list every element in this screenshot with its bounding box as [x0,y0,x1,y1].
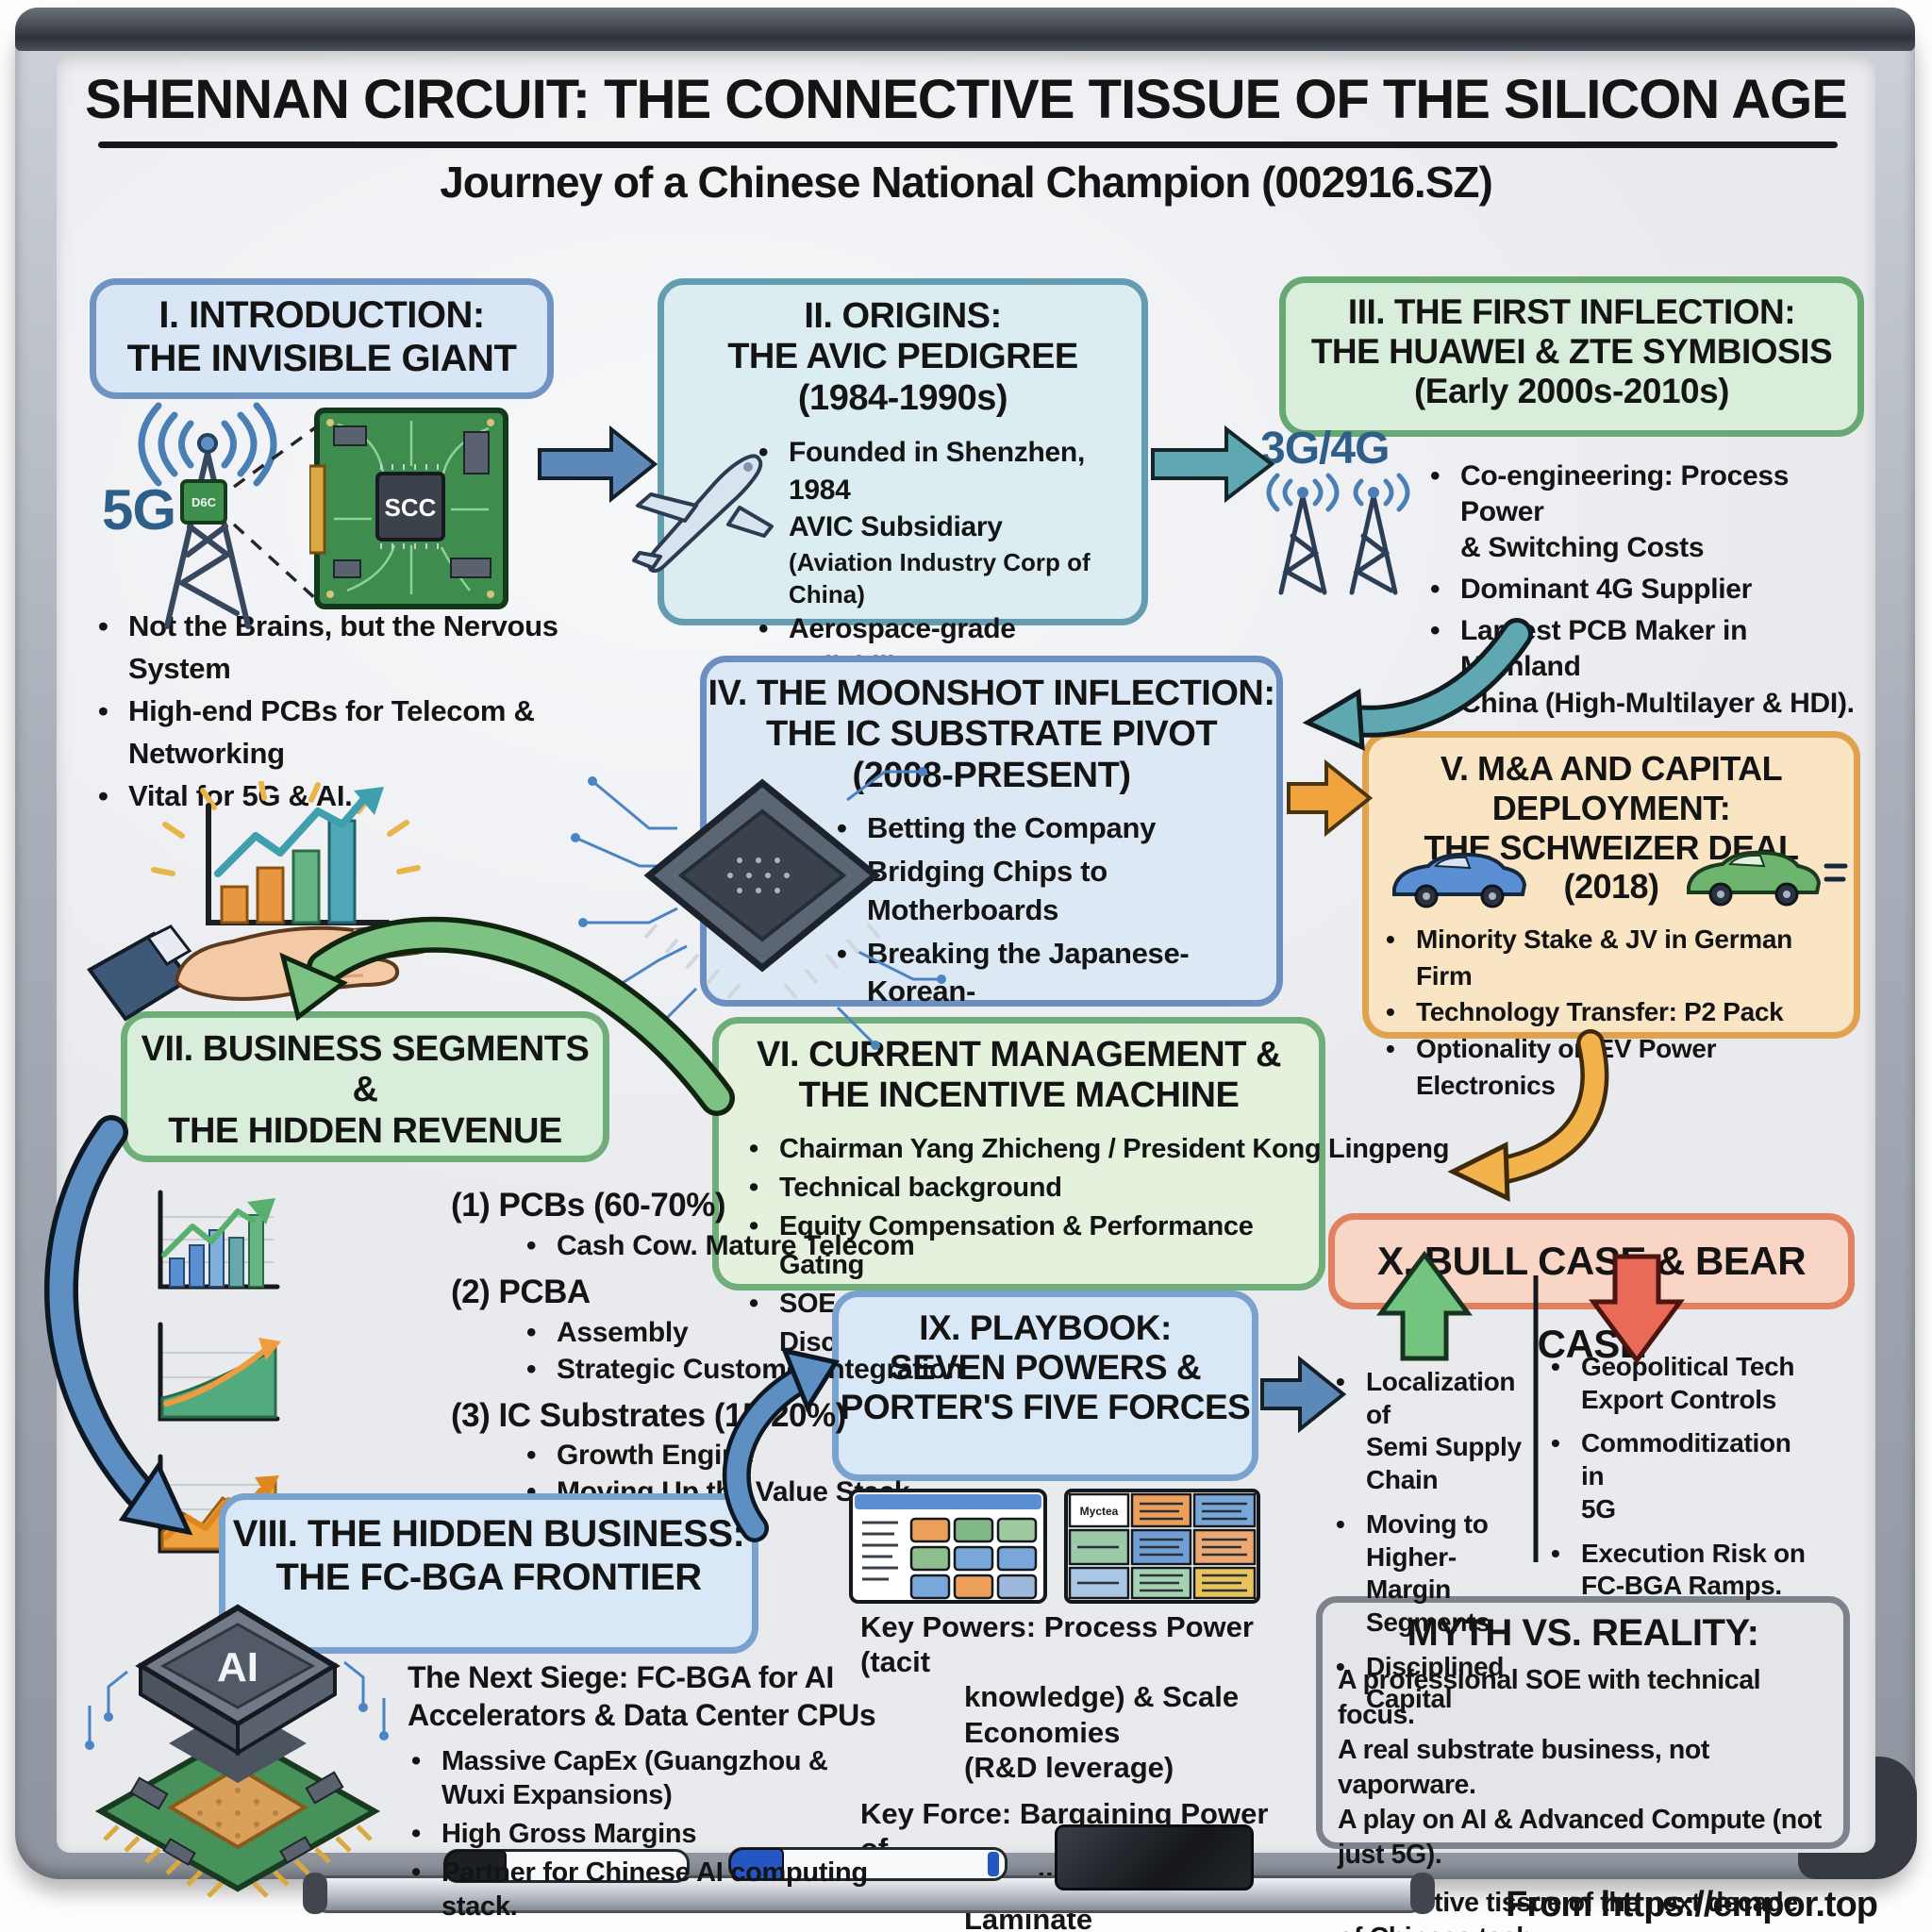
blue-car-icon [1392,852,1527,908]
myth-line: A real substrate business, not vaporware… [1338,1734,1709,1800]
list-item: High Gross Margins [408,1818,879,1852]
list-item: Assembly [523,1314,1036,1351]
list-item: Minority Stake & JV in German Firm [1382,922,1848,994]
list-item: High-end PCBs for Telecom & Networking [94,691,660,775]
list-item: Massive CapEx (Guangzhou &Wuxi Expansion… [408,1745,879,1813]
section-viii-box: VIII. THE HIDDEN BUSINESS: THE FC-BGA FR… [219,1493,758,1654]
title-underline [98,142,1838,148]
ai-chip-stack-icon: AI [85,1604,389,1898]
svg-text:AI: AI [217,1644,258,1690]
list-item: Betting the Company [833,809,1269,848]
section-vii-box: VII. BUSINESS SEGMENTS & THE HIDDEN REVE… [121,1011,609,1162]
svg-text:Myctea: Myctea [1080,1505,1119,1518]
whiteboard-frame-top [15,8,1915,51]
airplane-icon [632,454,774,574]
section-i-bullets: Not the Brains, but the Nervous System H… [94,606,660,818]
segment-heading: (1) PCBs (60-70%) [451,1187,726,1224]
ic-substrate-chip-icon [571,767,946,1050]
section-viii-intro: The Next Siege: FC-BGA for AI [408,1660,834,1694]
list-item: Moving to Higher-Margin Segments [1332,1508,1528,1640]
myth-vs-reality-box: MYTH VS. REALITY: A professional SOE wit… [1316,1596,1850,1932]
list-item: Technology Transfer: P2 Pack [1382,994,1848,1031]
section-iii-box: III. THE FIRST INFLECTION: THE HUAWEI & … [1279,276,1864,437]
section-ix-keys: Key Powers: Process Power (tacit knowled… [860,1609,1304,1932]
list-item: Bridging Chips to Motherboards [833,853,1269,929]
section-iii-bullets: Co-engineering: Process Power& Switching… [1426,458,1870,722]
list-item: Not the Brains, but the Nervous System [94,606,660,691]
section-i-box: I. INTRODUCTION: THE INVISIBLE GIANT [90,278,554,399]
attribution-text: From https://empor.top [1506,1885,1878,1924]
list-item: Cash Cow. Mature Telecom [523,1227,1036,1264]
powers-grid-icon [849,1489,1047,1604]
section-vi-title: VI. CURRENT MANAGEMENT & [757,1035,1281,1074]
green-car-icon [1687,850,1848,907]
list-subitem: (Aviation Industry Corp of China) [789,547,1091,609]
list-item: Technical background [745,1169,1319,1208]
section-viii-text: The Next Siege: FC-BGA for AI Accelerato… [408,1658,879,1924]
5g-label: 5G [102,478,176,541]
whiteboard-eraser [1055,1824,1254,1890]
3g4g-towers-icon [1266,473,1410,595]
hand-growth-chart-icon [87,781,442,1022]
list-item: Co-engineering: Process Power& Switching… [1426,458,1870,566]
section-vii-segments: (1) PCBs (60-70%) Cash Cow. Mature Telec… [451,1185,1036,1510]
list-item: Optionality on EV Power Electronics [1382,1031,1848,1104]
section-x-box: X. BULL CASE & BEAR CASE [1328,1213,1855,1366]
section-i-title: I. INTRODUCTION: [158,294,485,336]
blue-marker-band [988,1852,999,1876]
list-item: Growth Engine [523,1437,1036,1474]
five-forces-grid-icon: Myctea [1064,1489,1260,1604]
section-ii-title: II. ORIGINS: [804,296,1002,336]
segment-heading: (3) IC Substrates (15-20%) [451,1396,846,1434]
myth-line: A play on AI & Advanced Compute (not jus… [1338,1804,1822,1870]
section-iv-title: IV. THE MOONSHOT INFLECTION: [708,674,1275,713]
svg-text:D6C: D6C [192,495,217,509]
list-item: AVIC Subsidiary [755,508,1132,546]
list-item: Founded in Shenzhen, 1984 [755,434,1132,508]
3g4g-label: 3G/4G [1260,424,1390,474]
svg-text:SCC: SCC [385,493,437,522]
5g-tower-icon: D6C [138,402,277,629]
page-subtitle: Journey of a Chinese National Champion (… [440,158,1493,207]
section-iii-title: III. THE FIRST INFLECTION: [1347,292,1796,331]
bar-chart-icon [158,1190,280,1290]
section-vii-title: VII. BUSINESS SEGMENTS & [141,1029,590,1110]
segment-heading: (2) PCBA [451,1273,591,1310]
list-item: Strategic Customer Integration [523,1351,1036,1388]
list-item: Chairman Yang Zhicheng / President Kong … [745,1130,1449,1169]
section-iv-box: IV. THE MOONSHOT INFLECTION: THE IC SUBS… [700,656,1283,1092]
list-item: Dominant 4G Supplier [1426,572,1870,608]
green-area-chart-icon [158,1322,281,1422]
section-v-title: V. M&A AND CAPITAL [1440,749,1783,788]
pcb-scc-icon: SCC [309,408,508,609]
section-viii-title: VIII. THE HIDDEN BUSINESS: [232,1513,745,1555]
page-title: SHENNAN CIRCUIT: THE CONNECTIVE TISSUE O… [85,69,1848,130]
list-item: Disciplined Capital [1332,1651,1528,1716]
key-powers-text: Key Powers: Process Power (tacit knowled… [860,1610,1254,1784]
